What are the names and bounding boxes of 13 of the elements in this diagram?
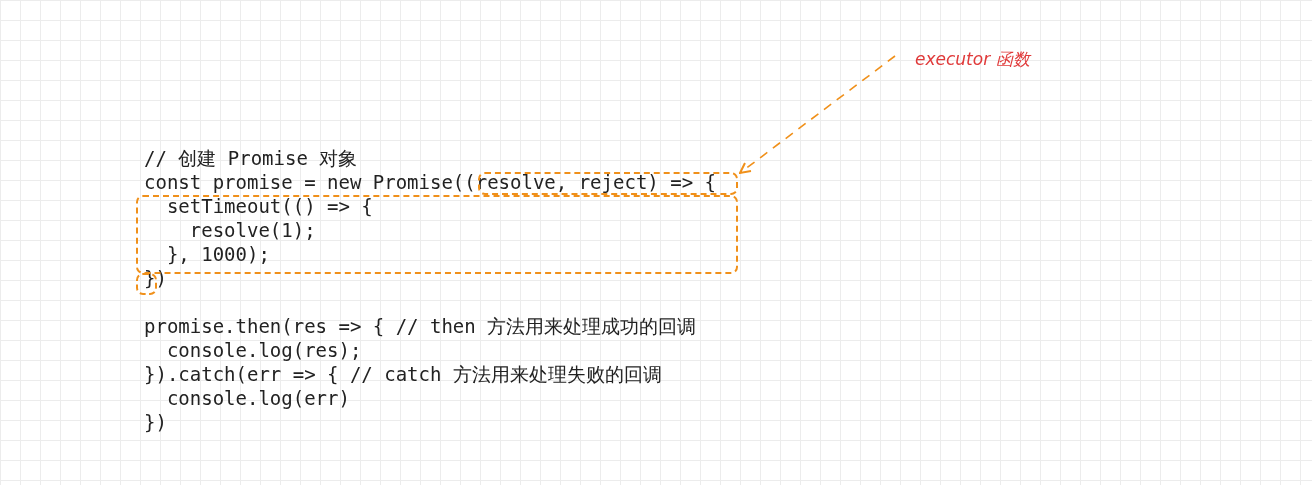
code-line: }).catch(err => { // catch 方法用来处理失败的回调 [144, 362, 662, 386]
code-line: setTimeout(() => { [166, 194, 373, 218]
code-line: }, 1000); [166, 242, 270, 266]
code-line: console.log(err) [166, 386, 350, 410]
arrow [739, 55, 896, 174]
code-line: }) [144, 410, 167, 434]
annotation-text: executor 函数 [915, 48, 1030, 71]
code-line: const promise = new Promise((resolve, reject) => { [144, 170, 716, 194]
code-line: resolve(1); [189, 218, 316, 242]
code-comment: // 创建 Promise 对象 [144, 146, 358, 170]
code-line: console.log(res); [166, 338, 362, 362]
code-line: }) [144, 266, 167, 290]
code-line: promise.then(res => { // then 方法用来处理成功的回调 [144, 314, 697, 338]
